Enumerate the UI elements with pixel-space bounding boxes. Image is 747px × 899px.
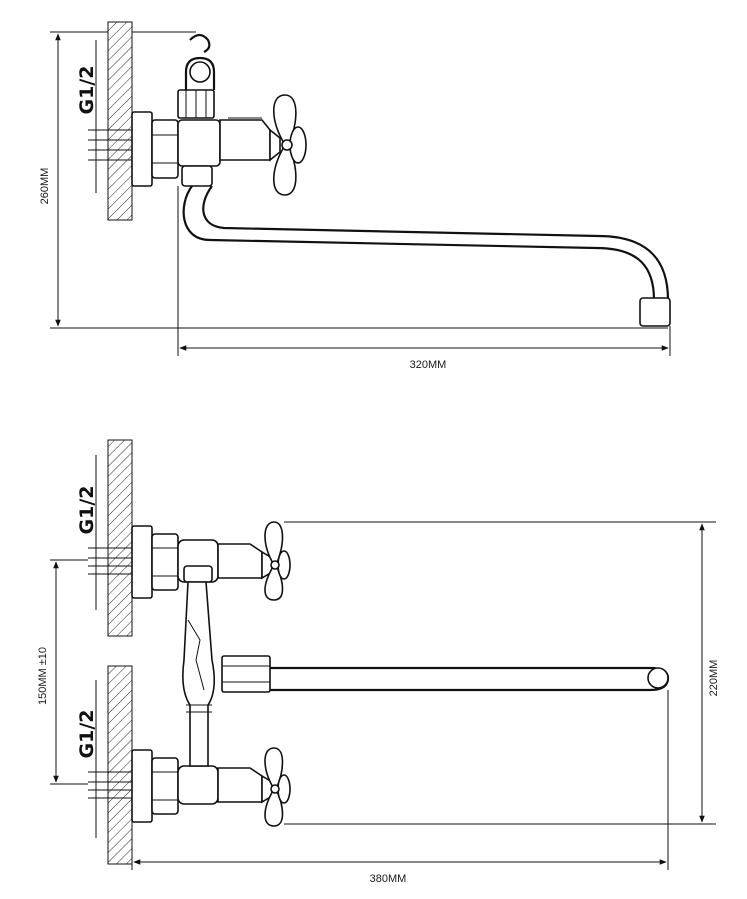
thread-label-top: G1/2 — [76, 66, 98, 115]
wall-hatch-upper — [107, 439, 133, 637]
height-label-bottom: 220MM — [708, 660, 720, 697]
thread-label-lower: G1/2 — [76, 710, 98, 759]
wall-hatch-top — [107, 21, 133, 221]
height-label-top: 260MM — [39, 168, 51, 205]
wall-hatch-lower — [107, 665, 133, 865]
spout-length-label-bottom: 380MM — [370, 873, 407, 885]
side-view: G1/2 — [39, 21, 671, 371]
spout-length-label-top: 320MM — [410, 359, 447, 371]
thread-label-upper: G1/2 — [76, 486, 98, 535]
center-distance-label: 150MM ±10 — [37, 647, 49, 705]
front-view: G1/2 G1/2 — [37, 439, 720, 885]
